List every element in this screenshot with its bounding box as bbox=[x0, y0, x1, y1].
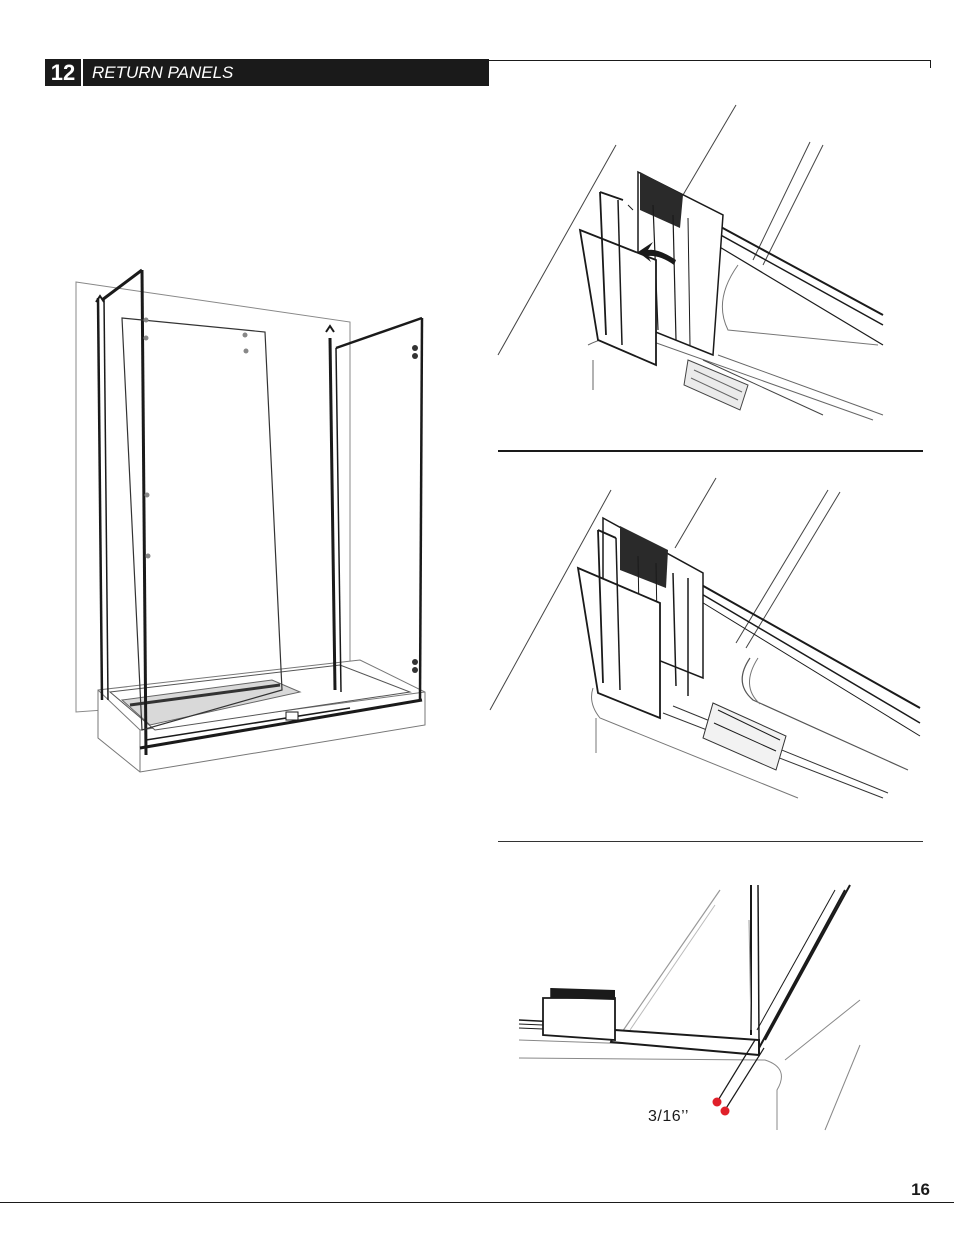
step-number-badge: 12 bbox=[45, 59, 81, 86]
step-title: RETURN PANELS bbox=[83, 59, 489, 86]
page-number: 16 bbox=[911, 1180, 930, 1200]
detail-1-illustration bbox=[498, 100, 923, 420]
shower-enclosure-illustration bbox=[60, 260, 440, 780]
separator-1 bbox=[498, 450, 923, 452]
measure-point-b bbox=[721, 1107, 730, 1116]
header-rule bbox=[489, 60, 931, 61]
detail-3-illustration bbox=[515, 880, 865, 1140]
detail-2-illustration bbox=[488, 478, 913, 808]
separator-2 bbox=[498, 841, 923, 842]
header-rule-tick bbox=[930, 60, 931, 68]
measure-point-a bbox=[713, 1098, 722, 1107]
footer-rule bbox=[0, 1202, 954, 1203]
gap-measurement-label: 3/16’’ bbox=[648, 1108, 689, 1126]
